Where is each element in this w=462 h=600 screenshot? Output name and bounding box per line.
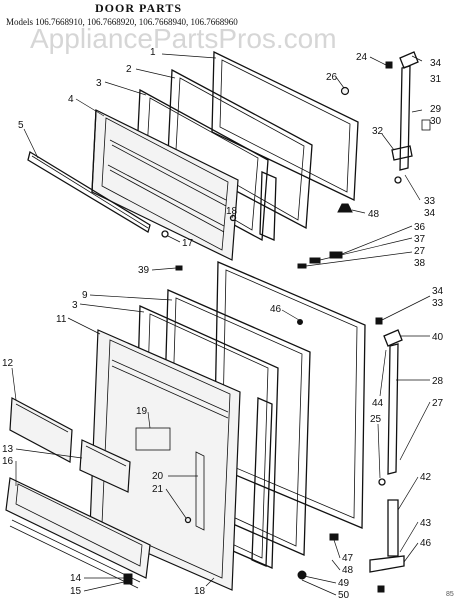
callout-48-lower: 48 [342, 565, 354, 576]
door-bin-large [5, 477, 151, 589]
corner-code: 85 [446, 591, 454, 598]
fresh-food-handle-trim [251, 397, 273, 567]
callout-19: 19 [136, 406, 148, 417]
callout-5: 5 [18, 120, 24, 131]
callout-14: 14 [70, 573, 82, 584]
freezer-door-gasket [167, 68, 313, 230]
callout-38: 38 [414, 258, 426, 269]
freezer-trim-strip [27, 150, 151, 233]
callout-36: 36 [414, 222, 426, 233]
freezer-handle-trim [161, 171, 277, 241]
freezer-upper-small-parts [340, 61, 393, 96]
callout-1: 1 [150, 47, 156, 58]
callout-3-upper: 3 [96, 78, 102, 89]
callout-18-upper: 18 [226, 206, 238, 217]
callout-47: 47 [342, 553, 354, 564]
callout-40: 40 [432, 332, 444, 343]
callout-27-upper: 27 [414, 246, 426, 257]
callout-34-mid: 34 [424, 208, 436, 219]
screw-39 [175, 265, 183, 271]
upper-hinge-bar [391, 51, 431, 184]
callout-18-lower: 18 [194, 586, 206, 597]
diagram-title: DOOR PARTS [95, 1, 182, 15]
callout-43: 43 [420, 518, 432, 529]
callout-27-lower: 27 [432, 398, 444, 409]
freezer-door-liner [91, 109, 239, 261]
liner-hinge-strip [184, 451, 205, 531]
callout-25: 25 [370, 414, 382, 425]
upper-door-stop [337, 203, 353, 213]
callout-33-lower: 33 [432, 298, 444, 309]
callout-39: 39 [138, 265, 150, 276]
callout-49: 49 [338, 578, 350, 589]
bottom-stud [123, 573, 133, 585]
callout-20: 20 [152, 471, 164, 482]
callout-15: 15 [70, 586, 82, 597]
leader-lines [11, 53, 431, 596]
watermark: AppliancePartsPros.com [30, 23, 337, 54]
callout-17: 17 [182, 238, 194, 249]
freezer-door-panel [211, 50, 359, 202]
callout-4: 4 [68, 94, 74, 105]
callout-46-lower: 46 [420, 538, 432, 549]
callout-31: 31 [430, 74, 442, 85]
callout-9: 9 [82, 290, 88, 301]
callout-16: 16 [2, 456, 14, 467]
callout-33-upper: 33 [424, 196, 436, 207]
callout-50: 50 [338, 590, 350, 600]
callout-labels: 1 2 3 4 5 24 26 34 31 29 30 32 33 34 48 … [2, 47, 444, 600]
door-shelf-upper [9, 397, 73, 463]
callout-34-lower: 34 [432, 286, 444, 297]
models-line: Models 106.7668910, 106.7668920, 106.766… [6, 17, 238, 27]
callout-21: 21 [152, 484, 164, 495]
callout-28: 28 [432, 376, 444, 387]
callout-2: 2 [126, 64, 132, 75]
callout-29: 29 [430, 104, 442, 115]
callout-3-lower: 3 [72, 300, 78, 311]
callout-44: 44 [372, 398, 384, 409]
callout-13: 13 [2, 444, 14, 455]
callout-37: 37 [414, 234, 426, 245]
callout-30: 30 [430, 116, 442, 127]
callout-26: 26 [326, 72, 338, 83]
screw-46-upper [297, 319, 303, 325]
callout-42: 42 [420, 472, 432, 483]
callout-32: 32 [372, 126, 384, 137]
callout-46-upper: 46 [270, 304, 282, 315]
callout-34-top: 34 [430, 58, 442, 69]
callout-24: 24 [356, 52, 368, 63]
callout-12: 12 [2, 358, 14, 369]
callout-11: 11 [56, 314, 67, 325]
callout-48-upper: 48 [368, 209, 380, 220]
door-bin-small [79, 439, 131, 493]
lower-hinge-assembly [297, 317, 405, 593]
